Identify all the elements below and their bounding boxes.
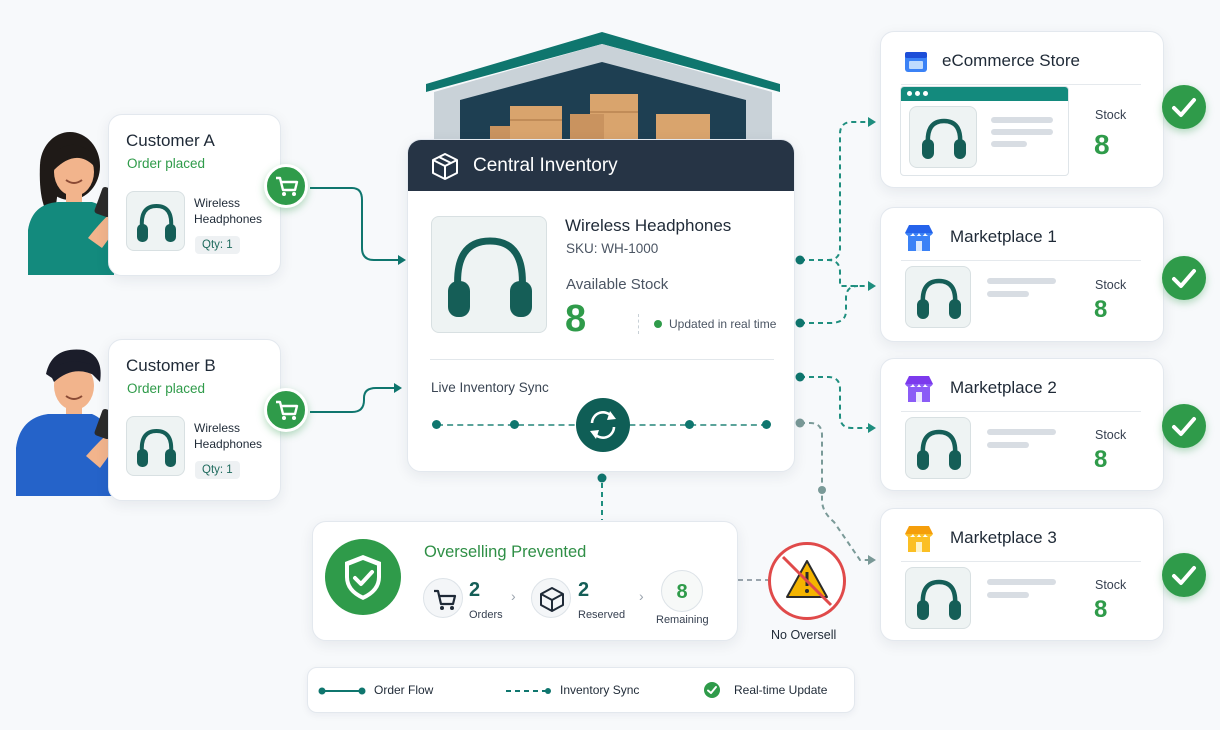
no-oversell-label: No Oversell [771, 628, 837, 642]
customer-b-card: Customer B Order placed Wireless Headpho… [108, 339, 281, 501]
overselling-title: Overselling Prevented [424, 543, 587, 561]
live-sync-label: Live Inventory Sync [431, 380, 549, 395]
available-stock-label: Available Stock [566, 276, 669, 293]
channel-marketplace-1: Marketplace 1 Stock 8 [880, 207, 1164, 342]
realtime-dot [654, 320, 662, 328]
overselling-prevented-card: Overselling Prevented 2 Orders › 2 Reser… [312, 521, 738, 641]
chevron-right-icon: › [639, 588, 644, 604]
channel-name: eCommerce Store [942, 51, 1080, 70]
cart-icon-b [264, 388, 308, 432]
cart-icon [423, 578, 463, 618]
headphones-icon [917, 429, 961, 470]
check-icon [1162, 85, 1206, 129]
legend-inventory-sync: Inventory Sync [560, 683, 640, 697]
sync-node [685, 420, 694, 429]
customer-a-card: Customer A Order placed Wireless Headpho… [108, 114, 281, 276]
headphones-icon [137, 428, 176, 467]
check-icon [1162, 256, 1206, 300]
available-stock-value: 8 [565, 298, 587, 340]
headphones-icon [448, 237, 532, 317]
channel-name: Marketplace 3 [950, 528, 1057, 547]
sync-lines [601, 121, 868, 581]
channel-ecommerce-store: eCommerce Store Stock 8 [880, 31, 1164, 188]
headphones-icon [917, 579, 961, 620]
headphones-icon [917, 278, 961, 319]
cart-icon-a [264, 164, 308, 208]
central-inventory-card: Central Inventory Wireless Headphones SK… [407, 139, 795, 472]
sync-node [510, 420, 519, 429]
channel-marketplace-2: Marketplace 2 Stock 8 [880, 358, 1164, 491]
reserved-label: Reserved [578, 609, 626, 621]
legend: Order Flow Inventory Sync Real-time Upda… [307, 667, 855, 713]
central-inventory-header: Central Inventory [408, 140, 794, 191]
store-icon-purple [905, 376, 933, 402]
box-icon [531, 578, 571, 618]
legend-realtime-update: Real-time Update [734, 683, 828, 697]
product-thumbnail [905, 266, 971, 328]
store-icon-blue [905, 225, 933, 251]
product-thumbnail [126, 191, 185, 251]
browser-icon [905, 52, 927, 72]
orders-label: Orders [469, 609, 503, 621]
remaining-label: Remaining [656, 614, 709, 626]
legend-order-flow: Order Flow [374, 683, 434, 697]
central-product-name: Wireless Headphones [565, 216, 732, 235]
headphones-icon [922, 118, 966, 159]
dashed-line-icon [506, 688, 551, 694]
realtime-label: Updated in real time [669, 317, 777, 331]
channel-marketplace-3: Marketplace 3 Stock 8 [880, 508, 1164, 641]
central-product-image [431, 216, 547, 333]
solid-line-icon [318, 687, 366, 695]
central-inventory-title: Central Inventory [473, 155, 618, 176]
qty-badge: Qty: 1 [195, 236, 240, 254]
store-icon-orange [905, 526, 933, 552]
qty-badge: Qty: 1 [195, 461, 240, 479]
stock-value: 8 [1094, 129, 1110, 160]
sync-icon [576, 398, 630, 452]
no-oversell-icon [768, 542, 846, 620]
remaining-badge: 8 [661, 570, 703, 612]
product-name: Wireless Headphones [194, 196, 263, 226]
order-flow-line-a [310, 187, 398, 261]
order-status: Order placed [127, 156, 206, 171]
stock-label: Stock [1095, 278, 1127, 292]
check-icon [704, 682, 720, 698]
check-icon [1162, 553, 1206, 597]
stock-label: Stock [1095, 108, 1127, 122]
channel-name: Marketplace 2 [950, 378, 1057, 397]
remaining-value: 8 [676, 581, 688, 603]
channel-name: Marketplace 1 [950, 227, 1057, 246]
warehouse-illustration [426, 32, 780, 140]
customer-name: Customer B [126, 356, 216, 375]
reserved-value: 2 [578, 579, 590, 601]
product-thumbnail [905, 417, 971, 479]
customer-name: Customer A [126, 131, 215, 150]
product-thumbnail [909, 106, 977, 168]
order-status: Order placed [127, 381, 206, 396]
chevron-right-icon: › [511, 588, 516, 604]
sync-node [762, 420, 771, 429]
store-window [900, 86, 1069, 176]
orders-value: 2 [469, 579, 481, 601]
product-thumbnail [126, 416, 185, 476]
stock-value: 8 [1094, 596, 1108, 623]
stock-label: Stock [1095, 578, 1127, 592]
check-icon [1162, 404, 1206, 448]
divider [430, 359, 774, 360]
stock-value: 8 [1094, 446, 1108, 473]
central-sku: SKU: WH-1000 [566, 241, 659, 256]
order-flow-line-b [310, 387, 394, 413]
headphones-icon [137, 203, 176, 242]
product-thumbnail [905, 567, 971, 629]
stock-label: Stock [1095, 428, 1127, 442]
product-name: Wireless Headphones [194, 421, 263, 451]
sync-node [432, 420, 441, 429]
box-icon [432, 153, 458, 180]
shield-icon [325, 539, 401, 615]
customer-b-avatar [16, 349, 120, 496]
stock-value: 8 [1094, 296, 1108, 323]
